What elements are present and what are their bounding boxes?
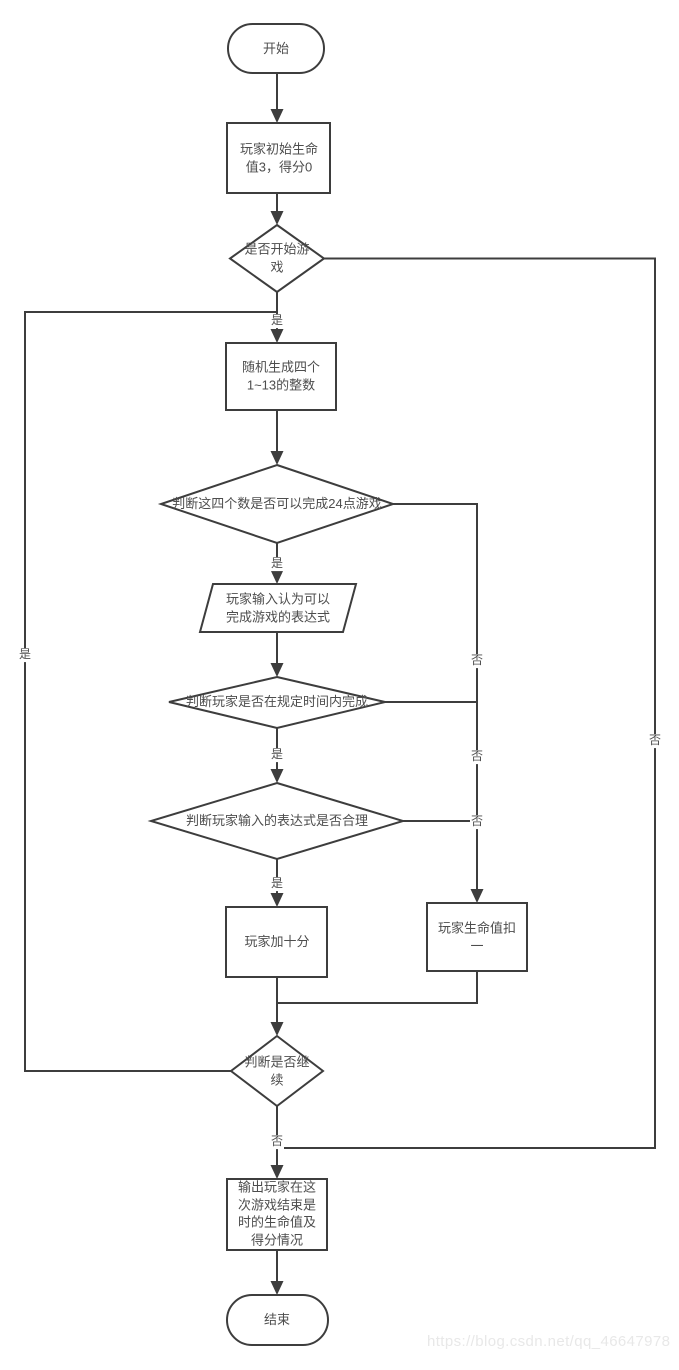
node-label-check-continue: 判断是否继续 (244, 1054, 310, 1087)
arrowhead-into-init (270, 109, 284, 123)
arrowhead-into-askstart (270, 211, 284, 225)
node-label-check-time: 判断玩家是否在规定时间内完成 (185, 694, 368, 710)
edge-label-checkvalid-no: 否 (469, 814, 485, 829)
edge-label-check24-no: 否 (469, 653, 485, 668)
shape-init-process (226, 122, 331, 194)
shape-end-terminator (226, 1294, 329, 1346)
arrowhead-into-input (270, 570, 284, 584)
shape-addscore-process (225, 906, 328, 978)
edge-label-continue-no: 否 (269, 1134, 285, 1149)
edge-label-checktime-yes: 是 (269, 747, 285, 762)
shape-askstart-decision (228, 223, 326, 294)
shape-start-terminator (227, 23, 325, 74)
node-label-lose-life: 玩家生命值扣一 (437, 920, 516, 953)
edge-label-askstart-yes: 是 (269, 313, 285, 328)
edge-label-askstart-no: 否 (647, 733, 663, 748)
node-label-generate: 随机生成四个1~13的整数 (241, 359, 320, 392)
arrowhead-into-output (270, 1165, 284, 1179)
edge-label-checktime-no: 否 (469, 749, 485, 764)
shape-generate-process (225, 342, 337, 411)
node-label-output-result: 输出玩家在这次游戏结束是时的生命值及得分情况 (237, 1179, 316, 1248)
arrowhead-into-generate (270, 329, 284, 343)
edge-askstart-no-to-output (278, 257, 656, 1149)
edge-label-checkvalid-yes: 是 (269, 876, 285, 891)
shape-input-parallelogram (198, 583, 358, 633)
arrowhead-into-checkcontinue (270, 1022, 284, 1036)
shape-checkcontinue-decision (229, 1034, 325, 1108)
node-label-check-valid: 判断玩家输入的表达式是否合理 (185, 813, 368, 829)
arrowhead-into-checktime (270, 663, 284, 677)
node-label-input-expr: 玩家输入认为可以完成游戏的表达式 (225, 591, 330, 624)
arrowhead-into-checkvalid (270, 769, 284, 783)
edge-checkcontinue-yes-loop (24, 311, 276, 1072)
arrowhead-into-check24 (270, 451, 284, 465)
arrowhead-into-loselife (470, 889, 484, 903)
shape-output-process (226, 1178, 328, 1251)
edge-check24-no-to-loselife (393, 503, 478, 901)
node-label-add-score: 玩家加十分 (244, 934, 310, 950)
edge-label-check24-yes: 是 (269, 556, 285, 571)
arrowhead-into-end (270, 1281, 284, 1295)
node-label-end: 结束 (263, 1312, 290, 1328)
shape-checkvalid-decision (147, 781, 407, 861)
node-label-check24: 判断这四个数是否可以完成24点游戏 (172, 496, 382, 512)
arrowhead-into-addscore (270, 893, 284, 907)
node-label-start: 开始 (262, 41, 289, 57)
node-label-init-player: 玩家初始生命值3，得分0 (239, 141, 318, 174)
edge-label-continue-yes: 是 (17, 647, 33, 662)
node-label-ask-start: 是否开始游戏 (244, 241, 310, 274)
shape-check24-decision (157, 463, 397, 545)
csdn-watermark: https://blog.csdn.net/qq_46647978 (427, 1333, 671, 1350)
edge-loselife-merge (278, 971, 478, 1004)
shape-checktime-decision (168, 675, 386, 730)
